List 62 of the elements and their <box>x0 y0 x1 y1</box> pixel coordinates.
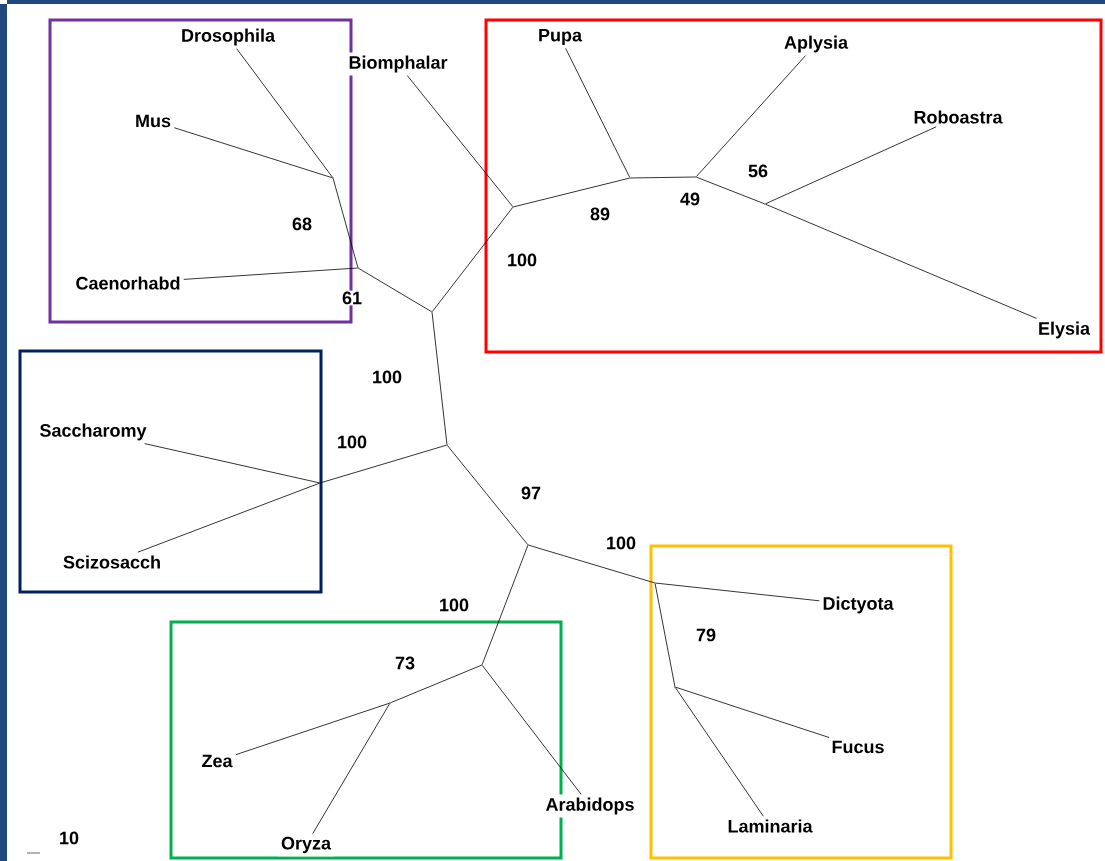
bootstrap-value: 56 <box>747 163 769 179</box>
tree-branch <box>137 482 320 553</box>
tree-branch <box>696 55 806 177</box>
taxon-label: Elysia <box>1035 318 1094 342</box>
tree-branch <box>236 48 333 178</box>
bootstrap-value: 100 <box>336 434 368 450</box>
tree-branch <box>675 687 764 817</box>
bootstrap-value: 68 <box>291 216 313 232</box>
bootstrap-value: 100 <box>438 597 470 613</box>
taxon-label: Biomphalar <box>345 52 451 76</box>
bootstrap-value: 89 <box>589 206 611 222</box>
tree-branch <box>358 268 432 312</box>
tree-branch <box>481 545 529 665</box>
tree-branch <box>173 127 333 179</box>
tree-branch <box>320 444 447 484</box>
tree-branch <box>765 203 1037 319</box>
tree-branch <box>482 665 582 795</box>
taxon-label: Fucus <box>828 737 888 757</box>
tree-branch <box>528 544 655 584</box>
tree-branch <box>654 583 676 687</box>
tree-branch <box>696 176 765 205</box>
tree-branch <box>655 582 820 602</box>
taxon-label: Pupa <box>535 25 585 49</box>
taxon-label: Arabidops <box>542 794 638 818</box>
tree-branch <box>312 703 390 835</box>
tree-branch <box>765 126 937 205</box>
scale-value: 10 <box>58 830 80 846</box>
tree-branch <box>431 312 448 445</box>
taxon-label: Scizosacch <box>60 552 165 572</box>
tree-branch <box>630 176 696 179</box>
tree-branch <box>144 443 320 484</box>
taxon-label: Dictyota <box>819 593 897 617</box>
tree-branch <box>675 686 830 738</box>
tree-branch <box>406 75 513 207</box>
taxon-label: Oryza <box>278 833 334 857</box>
bootstrap-value: 100 <box>371 369 403 385</box>
bootstrap-value: 100 <box>605 535 637 551</box>
tree-branch <box>447 445 528 545</box>
bootstrap-value: 61 <box>341 290 363 306</box>
bootstrap-value: 79 <box>695 627 717 643</box>
bootstrap-value: 73 <box>394 655 416 671</box>
taxon-label: Aplysia <box>781 32 851 56</box>
bootstrap-value: 97 <box>520 485 542 501</box>
group-frame <box>484 18 1103 354</box>
taxon-label: Zea <box>198 751 236 771</box>
taxon-label: Mus <box>132 111 174 131</box>
tree-branch <box>183 267 358 280</box>
group-frame <box>649 544 953 860</box>
taxon-label: Roboastra <box>910 107 1006 127</box>
taxon-label: Saccharomy <box>36 420 150 444</box>
tree-branch <box>390 664 482 704</box>
tree-branch <box>565 47 630 178</box>
tree-branch <box>332 178 359 268</box>
tree-branch <box>513 177 630 208</box>
tree-branch <box>432 207 513 312</box>
taxon-label: Drosophila <box>178 25 278 49</box>
tree-branch <box>235 702 390 756</box>
bootstrap-value: 49 <box>679 191 701 207</box>
taxon-label: Laminaria <box>724 816 816 836</box>
taxon-label: Caenorhabd <box>72 273 184 293</box>
group-frame <box>18 349 323 594</box>
bootstrap-value: 100 <box>506 252 538 268</box>
